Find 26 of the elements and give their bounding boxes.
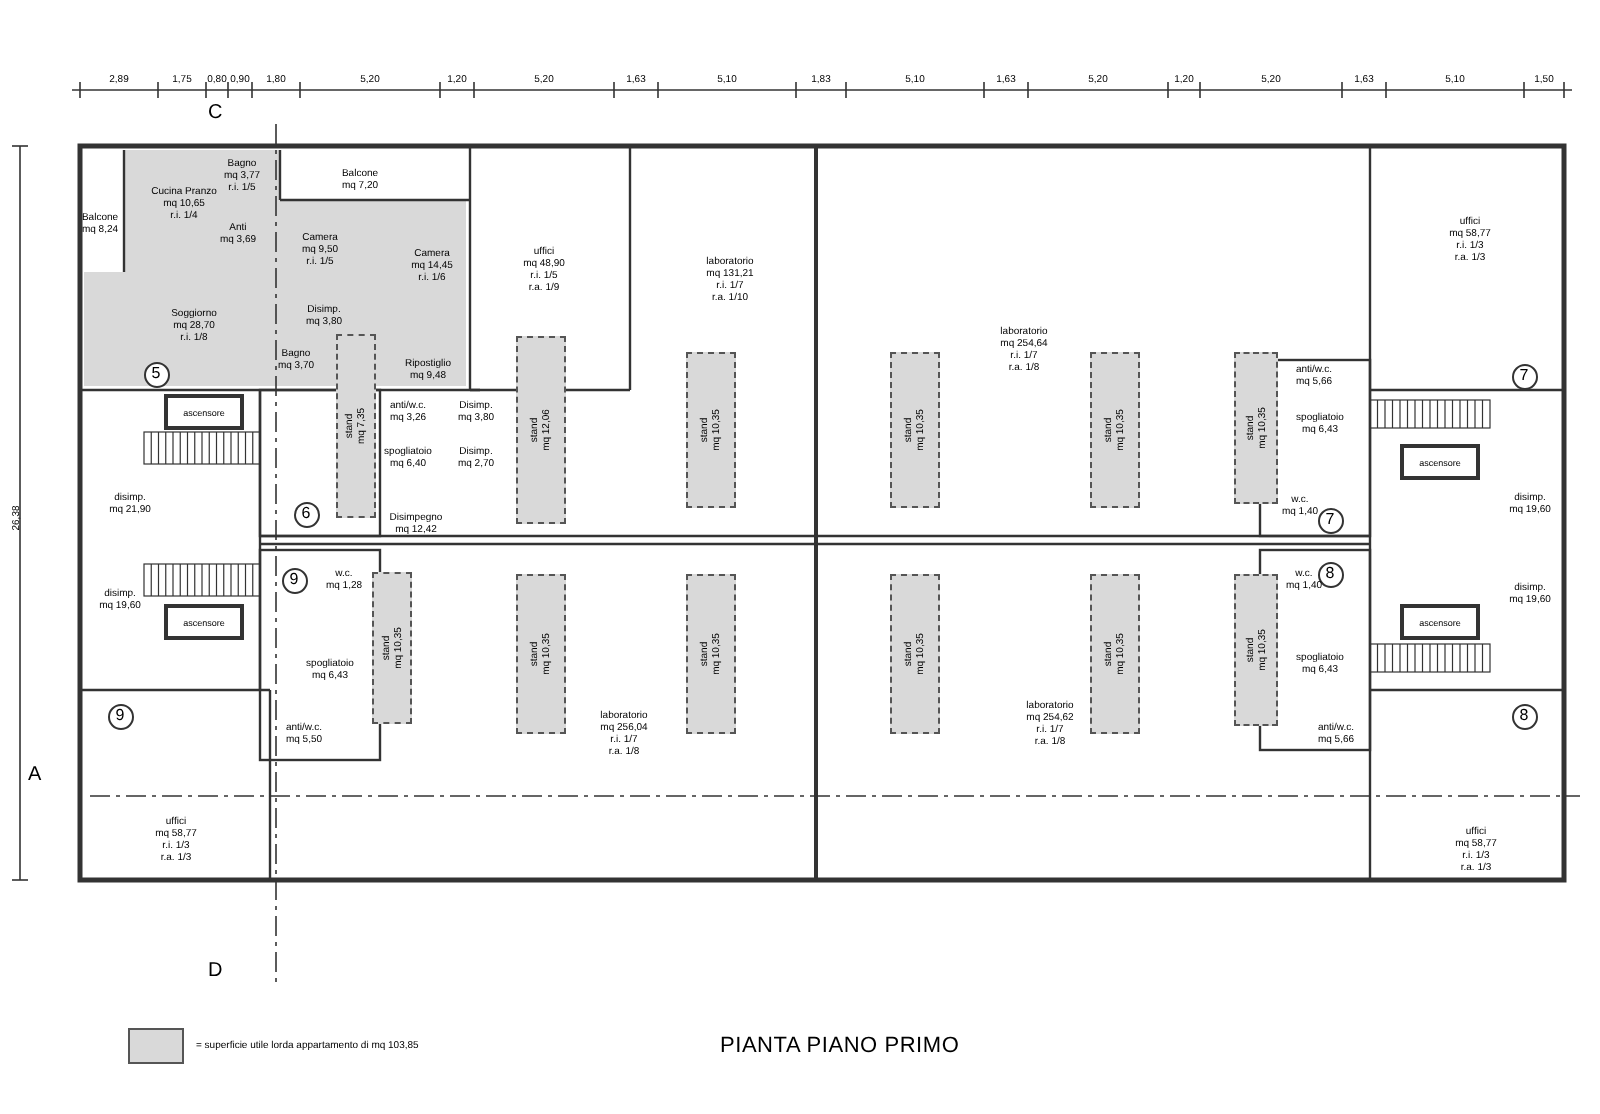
stand-area: [1234, 352, 1278, 504]
callout-number: 8: [1511, 703, 1537, 729]
section-mark: C: [208, 104, 223, 124]
lift-box: [164, 604, 244, 640]
lift-box: [1400, 604, 1480, 640]
callout-number: 7: [1317, 507, 1343, 533]
lift-box: [1400, 444, 1480, 480]
section-mark: A: [28, 766, 42, 786]
stand-area: [686, 574, 736, 734]
callout-number: 6: [293, 501, 319, 527]
stand-area: [890, 574, 940, 734]
stand-area: [686, 352, 736, 508]
stand-area: [336, 334, 376, 518]
stand-area: [516, 336, 566, 524]
lift-box: [164, 394, 244, 430]
stand-area: [372, 572, 412, 724]
section-mark: D: [208, 962, 223, 982]
plan-title: PIANTA PIANO PRIMO: [720, 1032, 960, 1062]
callout-number: 9: [107, 703, 133, 729]
callout-number: 9: [281, 567, 307, 593]
callout-number: 7: [1511, 363, 1537, 389]
stand-area: [1234, 574, 1278, 726]
stand-area: [1090, 352, 1140, 508]
stand-area: [890, 352, 940, 508]
stand-area: [1090, 574, 1140, 734]
stand-area: [516, 574, 566, 734]
